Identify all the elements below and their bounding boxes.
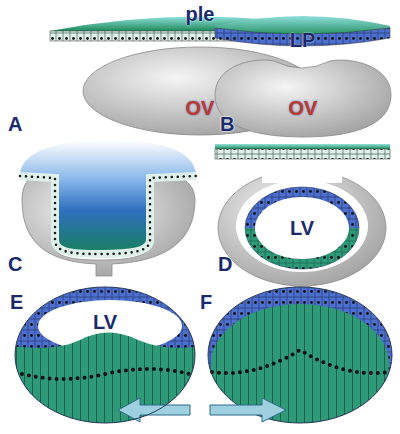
structure-label: LV <box>244 216 360 240</box>
lens-outline <box>208 287 392 423</box>
nuclei <box>20 176 196 254</box>
panel-letter: F <box>200 290 212 314</box>
structure-label: LP <box>215 28 390 52</box>
panel-letter: B <box>220 112 234 136</box>
structure-label: ple <box>50 2 350 26</box>
cup-cavity <box>236 180 368 272</box>
panel-letter: A <box>8 112 22 136</box>
cell-layer <box>20 176 196 254</box>
lens-epithelium <box>208 287 392 423</box>
arrow <box>210 398 286 422</box>
cup-opening <box>262 165 342 183</box>
arrow <box>118 398 190 422</box>
fiber-cells <box>10 333 200 431</box>
cell-layer <box>215 149 390 159</box>
structure-label: OV <box>214 96 392 120</box>
optic-vesicle: OV <box>214 55 392 139</box>
fiber-cells <box>211 304 389 424</box>
lens-placode: LP <box>215 14 390 54</box>
ectoderm-surface <box>215 144 390 149</box>
lens-pit <box>20 140 196 254</box>
structure-label: LV <box>15 310 195 334</box>
lens: LV <box>15 287 195 423</box>
panel-e-lens <box>10 287 200 430</box>
panel-c-lens-pit <box>20 140 196 276</box>
panel-letter: D <box>218 252 232 276</box>
nuclei <box>22 369 190 379</box>
panel-letter: C <box>8 252 22 276</box>
optic-cup <box>218 170 386 286</box>
panel-letter: E <box>10 290 23 314</box>
panel-f-lens <box>208 287 392 424</box>
lens-vesicle: LV <box>244 186 360 270</box>
lens-shape <box>15 287 195 423</box>
panel-d-optic-cup <box>215 144 390 294</box>
nuclei <box>212 350 388 373</box>
